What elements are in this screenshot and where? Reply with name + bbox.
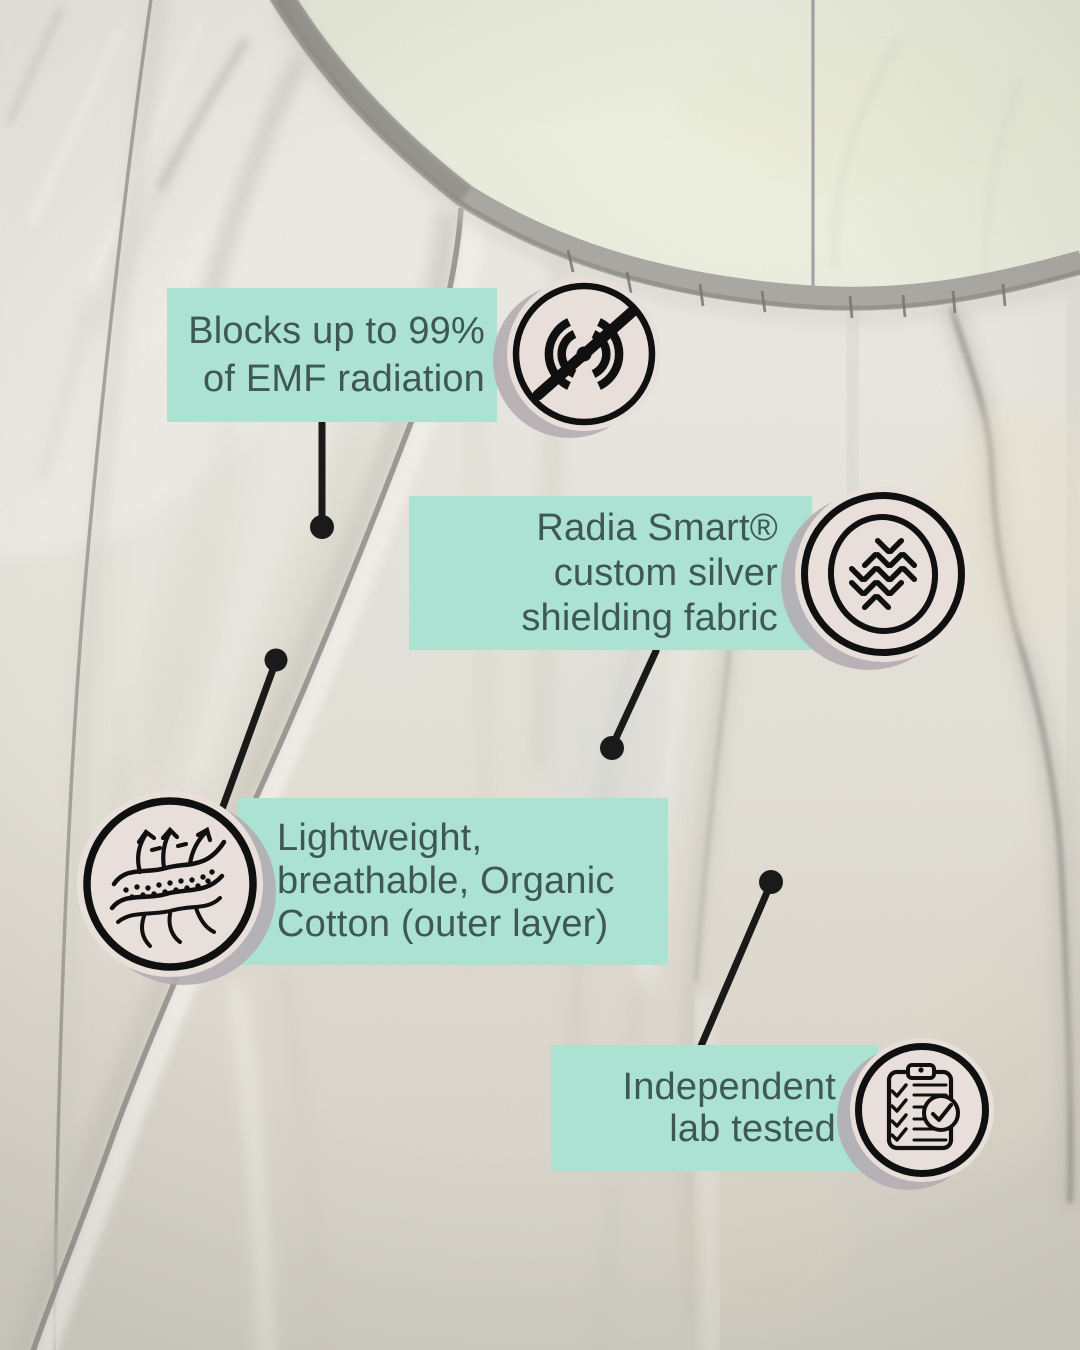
marker-dot-cotton [264,648,288,672]
badge-ring [83,797,257,971]
badge-disc [850,1038,994,1182]
lab-tested-icon [837,1038,994,1190]
callout-text-line: lab tested [669,1108,836,1150]
callout-text-line: custom silver [553,552,778,594]
badge-ring [801,492,965,656]
badge-ring [855,1043,989,1177]
callout-text-line: breathable, Organic [277,860,615,902]
connector-line-lab [697,879,775,1050]
callout-emf-block: Blocks up to 99% of EMF radiation [167,288,497,422]
no-signal-glyph [532,305,639,401]
callout-text-line: Blocks up to 99% [188,310,485,352]
breathable-fabric-icon [77,791,276,985]
callout-lab-tested: Independent lab tested [551,1045,878,1171]
woven-fabric-icon [781,486,971,670]
callout-organic-cotton: Lightweight, breathable, Organic Cotton … [238,798,668,965]
callout-text-line: shielding fabric [521,597,778,639]
callout-text-line: Cotton (outer layer) [277,903,609,945]
clipboard-check-glyph [886,1063,960,1151]
callout-text-line: of EMF radiation [203,358,485,400]
emf-blocked-icon [493,277,661,438]
marker-dot-emf [310,515,334,539]
connector-line-fabric [612,647,660,742]
callout-text-line: Radia Smart® [536,507,778,549]
airflow-fabric-glyph [109,826,227,948]
marker-dot-fabric [600,736,624,760]
inner-ring [827,514,939,634]
connector-lines [217,419,775,1050]
marker-dot-lab [759,870,783,894]
callout-text-line: Independent [622,1066,836,1108]
marker-dots [264,515,783,894]
callout-shielding-fabric: Radia Smart® custom silver shielding fab… [409,496,812,650]
callout-text-line: Lightweight, [277,817,483,859]
badge-ring [512,282,656,426]
weave-pattern-glyph [848,537,918,611]
connector-line-cotton [217,657,280,816]
